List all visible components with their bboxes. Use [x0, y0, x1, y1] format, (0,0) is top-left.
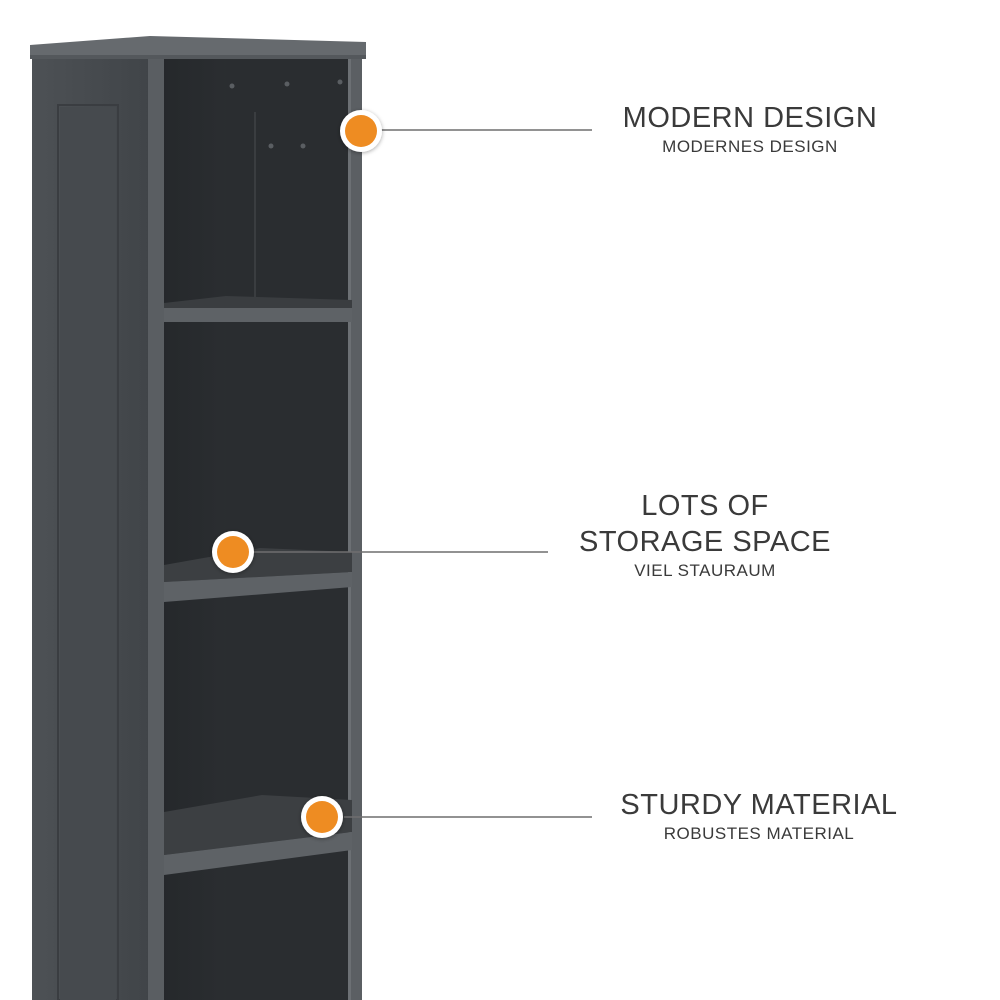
- marker-dot-icon: [212, 531, 254, 573]
- feature-subtitle: MODERNES DESIGN: [662, 137, 838, 156]
- feature-subtitle: VIEL STAURAUM: [634, 561, 776, 580]
- feature-modern-design: MODERN DESIGN MODERNES DESIGN: [600, 100, 900, 157]
- feature-title: LOTS OF STORAGE SPACE: [579, 490, 831, 558]
- marker-dot-icon: [340, 110, 382, 152]
- feature-sturdy-material: STURDY MATERIAL ROBUSTES MATERIAL: [600, 787, 918, 844]
- shelf: [164, 548, 352, 602]
- shelf: [164, 296, 352, 322]
- feature-title: MODERN DESIGN: [622, 102, 878, 134]
- feature-storage-space: LOTS OF STORAGE SPACE VIEL STAURAUM: [560, 488, 850, 581]
- bookcase-inner-wall: [226, 55, 352, 1000]
- feature-subtitle: ROBUSTES MATERIAL: [663, 824, 855, 843]
- feature-title: STURDY MATERIAL: [620, 789, 898, 821]
- bookcase-top: [30, 36, 366, 58]
- bookcase: [30, 36, 366, 1000]
- marker-dot-icon: [301, 796, 343, 838]
- bookcase-right-edge: [348, 55, 362, 1000]
